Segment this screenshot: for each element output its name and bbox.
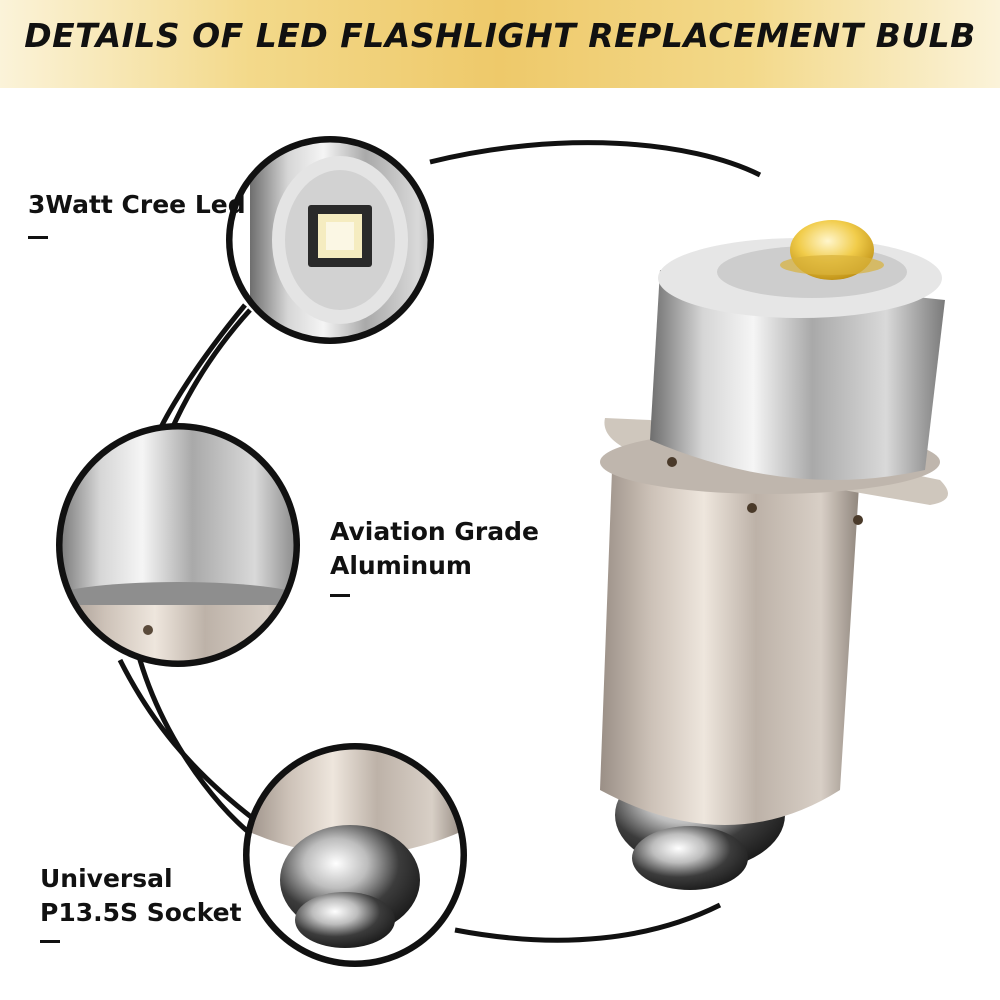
label-dash-aluminum xyxy=(330,594,350,597)
feature-label-socket: Universal P13.5S Socket xyxy=(40,862,242,930)
feature-aluminum-line2: Aluminum xyxy=(330,551,472,580)
label-dash-led xyxy=(28,236,48,239)
banner-title: DETAILS OF LED FLASHLIGHT REPLACEMENT BU… xyxy=(24,16,976,55)
led-chip-closeup xyxy=(226,136,434,344)
feature-aluminum-line1: Aviation Grade xyxy=(330,517,539,546)
led-bulb-product xyxy=(600,220,948,890)
feature-socket-line1: Universal xyxy=(40,864,173,893)
feature-socket-line2: P13.5S Socket xyxy=(40,898,242,927)
label-dash-socket xyxy=(40,940,60,943)
connector-arc xyxy=(429,140,762,178)
socket-tip-closeup xyxy=(243,743,467,967)
aluminum-body-closeup xyxy=(56,423,300,667)
feature-label-aluminum: Aviation Grade Aluminum xyxy=(330,515,539,583)
feature-led-line1: 3Watt Cree Led xyxy=(28,190,246,219)
feature-label-led: 3Watt Cree Led xyxy=(28,188,246,222)
title-banner: DETAILS OF LED FLASHLIGHT REPLACEMENT BU… xyxy=(0,0,1000,88)
